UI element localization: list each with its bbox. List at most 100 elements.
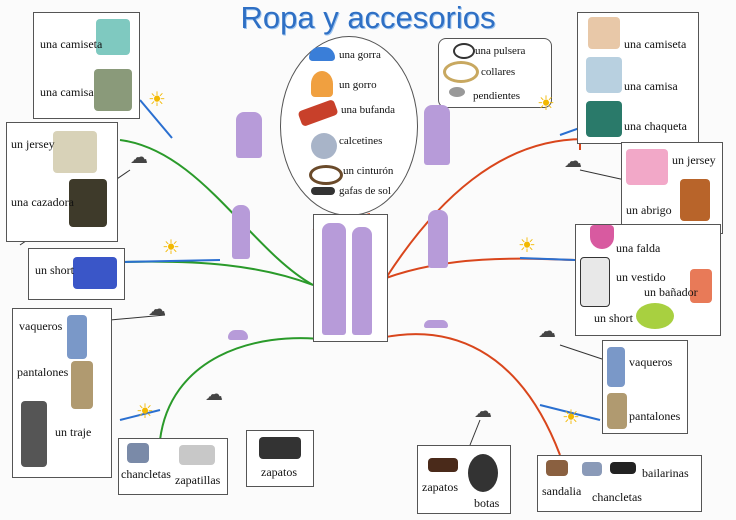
label: un bañador — [644, 285, 698, 299]
rain-cloud-icon: ☁ — [474, 401, 492, 421]
center-figures-box — [313, 214, 388, 342]
label: una camisa — [40, 85, 94, 99]
man-figure-icon — [322, 223, 346, 335]
box-bottom-left-shoes: chancletas zapatillas — [118, 438, 228, 495]
label: pantalones — [629, 409, 681, 423]
sneakers-icon — [179, 445, 215, 465]
label: zapatos — [422, 480, 458, 494]
sunglasses-icon — [311, 187, 335, 195]
dress-silhouette-icon — [424, 105, 450, 165]
label: collares — [481, 66, 516, 78]
label: vaqueros — [629, 355, 673, 369]
sandal-icon — [546, 460, 568, 476]
label: un gorro — [339, 79, 377, 91]
label: una falda — [616, 241, 661, 255]
scarf-icon — [297, 98, 339, 128]
rain-cloud-icon: ☁ — [205, 384, 223, 404]
label: botas — [474, 496, 500, 510]
rain-cloud-icon: ☁ — [564, 151, 582, 171]
flipflops-icon — [127, 443, 149, 463]
jeans-icon — [67, 315, 87, 359]
red-branch-bottom — [371, 333, 561, 456]
red-branch-top — [385, 138, 601, 279]
box-left-jersey: un jersey una cazadora — [6, 122, 118, 242]
box-bottom-right-shoes: zapatos botas — [417, 445, 511, 514]
box-left-pants: vaqueros pantalones un traje — [12, 308, 112, 478]
label: pantalones — [17, 365, 69, 379]
sun-icon: ☀ — [537, 93, 555, 115]
label: un jersey — [672, 153, 716, 167]
shirt-icon — [94, 69, 132, 111]
label: una pulsera — [475, 45, 526, 57]
shoes-icon — [428, 458, 458, 472]
label: sandalia — [542, 484, 582, 498]
label: una camisa — [624, 79, 678, 93]
rain-cloud-icon: ☁ — [130, 147, 148, 167]
dress-icon — [580, 257, 610, 307]
jersey-icon — [626, 149, 668, 185]
label: calcetines — [339, 135, 383, 147]
hat-icon — [311, 71, 333, 97]
box-right-jersey: un jersey un abrigo — [621, 142, 723, 234]
suit-icon — [21, 401, 47, 467]
woman-figure-icon — [352, 227, 372, 335]
label: una bufanda — [341, 104, 396, 116]
jacket-icon — [69, 179, 107, 227]
label: zapatillas — [175, 473, 221, 487]
sun-icon: ☀ — [136, 401, 154, 423]
jeans-icon — [607, 347, 625, 387]
label: un traje — [55, 425, 92, 439]
flipflops-icon — [582, 462, 602, 476]
trousers-silhouette-icon — [232, 205, 250, 259]
label: zapatos — [261, 465, 297, 479]
box-bottom-zapatos: zapatos — [246, 430, 314, 487]
shoes-icon — [259, 437, 301, 459]
label: un short — [594, 311, 633, 325]
tshirt-icon — [588, 17, 620, 49]
label: una camiseta — [624, 37, 687, 51]
label: vaqueros — [19, 319, 63, 333]
sun-icon: ☀ — [148, 89, 166, 111]
necklace-icon — [443, 61, 479, 83]
belt-icon — [309, 165, 343, 185]
trousers-icon — [607, 393, 627, 429]
label: un abrigo — [626, 203, 672, 217]
label: una chaqueta — [624, 119, 687, 133]
box-right-top: una camiseta una camisa una chaqueta — [577, 12, 699, 144]
boots-icon — [468, 454, 498, 492]
rain-cloud-icon: ☁ — [148, 299, 166, 319]
shoes-silhouette-icon — [228, 330, 248, 340]
swimsuit-icon — [690, 269, 712, 303]
box-right-shoes: sandalia chancletas bailarinas — [537, 455, 702, 512]
box-left-top: una camiseta una camisa — [33, 12, 140, 119]
jersey-icon — [53, 131, 97, 173]
label: un short — [35, 263, 74, 277]
green-branch-top — [119, 139, 314, 286]
page-title: Ropa y accesorios — [240, 0, 496, 35]
shorts-icon — [636, 303, 674, 329]
person-silhouette-icon — [236, 112, 262, 158]
jacket-icon — [586, 101, 622, 137]
shorts-icon — [73, 257, 117, 289]
red-branch-mid — [385, 257, 576, 279]
earrings-icon — [449, 87, 465, 97]
coat-icon — [680, 179, 710, 221]
accessories-ellipse: una gorra un gorro una bufanda calcetine… — [280, 36, 418, 216]
rain-cloud-icon: ☁ — [538, 321, 556, 341]
label: una gorra — [339, 49, 381, 61]
box-jewelry: una pulsera collares pendientes — [438, 38, 552, 108]
label: un cinturón — [343, 165, 394, 177]
label: un jersey — [11, 137, 55, 151]
sun-icon: ☀ — [562, 407, 580, 429]
box-right-pants: vaqueros pantalones — [602, 340, 688, 434]
bracelet-icon — [453, 43, 475, 59]
label: gafas de sol — [339, 185, 391, 197]
label: una cazadora — [11, 195, 74, 209]
box-left-short: un short — [28, 248, 125, 300]
trousers-icon — [71, 361, 93, 409]
sun-icon: ☀ — [162, 237, 180, 259]
label: una camiseta — [40, 37, 103, 51]
green-branch-bottom — [159, 337, 331, 441]
